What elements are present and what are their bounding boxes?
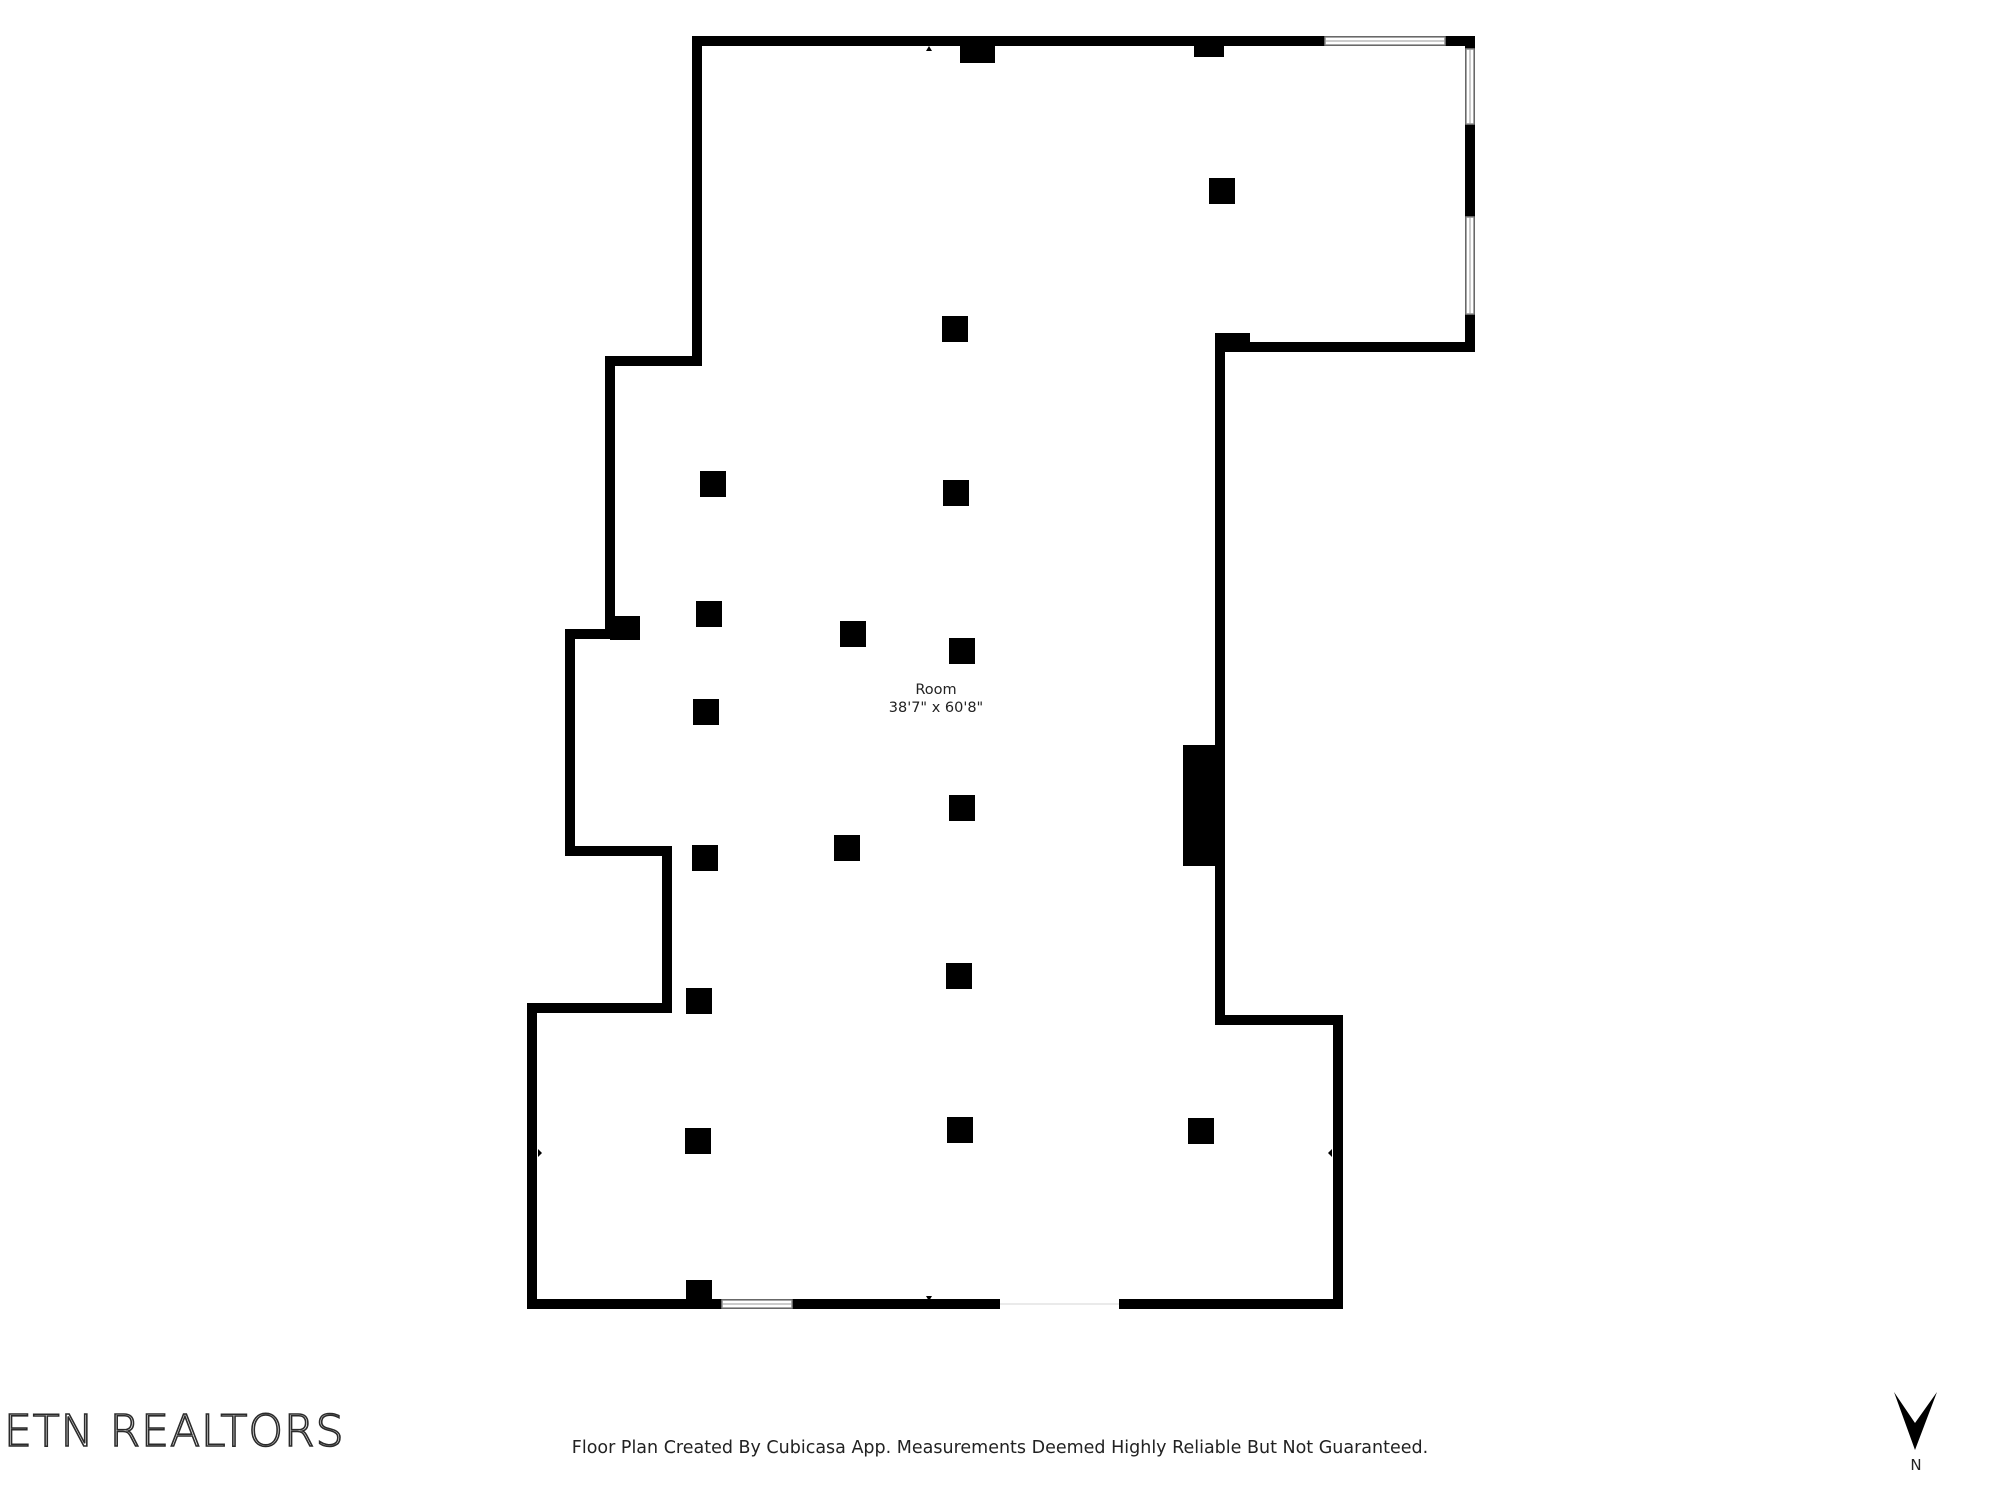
column — [686, 988, 712, 1014]
column — [943, 480, 969, 506]
column — [840, 621, 866, 647]
wall-markers — [538, 46, 1332, 1301]
marker — [538, 1149, 542, 1157]
column — [1188, 1118, 1214, 1144]
room-dimensions: 38'7" x 60'8" — [888, 700, 984, 716]
brand-logo: ETN REALTORS — [3, 1405, 345, 1458]
column — [700, 471, 726, 497]
column — [692, 845, 718, 871]
room-name: Room — [915, 682, 957, 698]
footer-disclaimer: Floor Plan Created By Cubicasa App. Meas… — [571, 1438, 1429, 1458]
column — [834, 835, 860, 861]
exterior-wall — [527, 36, 1475, 1309]
windows — [721, 36, 1475, 1310]
column — [949, 638, 975, 664]
column — [685, 1128, 711, 1154]
column — [693, 699, 719, 725]
wall-block — [1194, 41, 1224, 57]
north-arrow-icon — [1894, 1392, 1937, 1450]
wall-block — [686, 1280, 712, 1304]
column — [949, 795, 975, 821]
wall-block — [960, 41, 995, 63]
column — [1209, 178, 1235, 204]
wall-block — [610, 616, 640, 640]
column — [942, 316, 968, 342]
marker — [926, 1296, 932, 1301]
wall-blocks — [610, 41, 1250, 1304]
columns — [685, 178, 1235, 1154]
north-label: N — [1910, 1456, 1922, 1474]
column — [946, 963, 972, 989]
column — [947, 1117, 973, 1143]
marker — [1328, 1149, 1332, 1157]
marker — [926, 46, 932, 51]
wall-block — [1215, 333, 1250, 350]
wall-block — [1183, 745, 1220, 866]
column — [696, 601, 722, 627]
